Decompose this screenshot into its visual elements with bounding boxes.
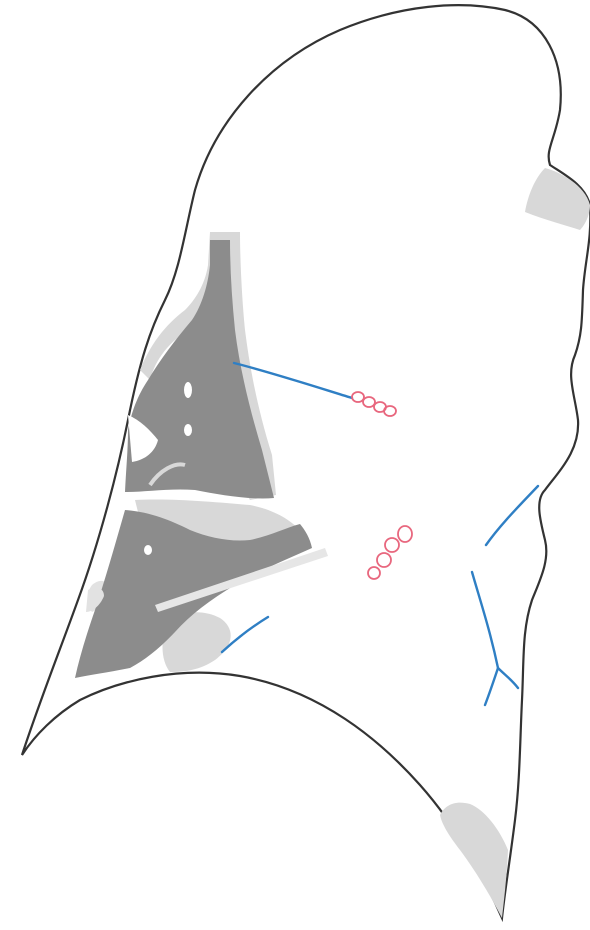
lung-outline	[22, 5, 590, 918]
lower-mass-hole	[144, 545, 152, 555]
upper-mass-hole-1	[184, 382, 192, 398]
upper-mass-hole-2	[184, 424, 192, 436]
